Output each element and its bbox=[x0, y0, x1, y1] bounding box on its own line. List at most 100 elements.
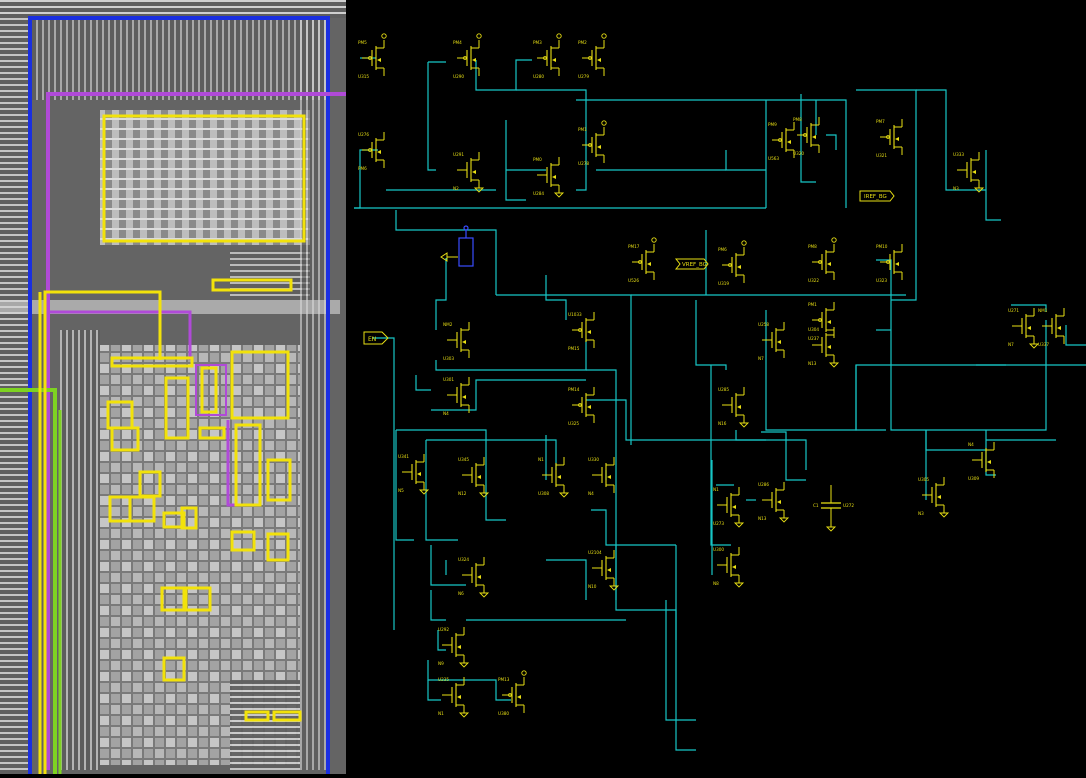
device-ref-label: N4 bbox=[443, 411, 449, 416]
device-name-label: PM8 bbox=[793, 117, 802, 122]
ground-arrow-symbol bbox=[440, 252, 458, 262]
device-ref-label: U278 bbox=[578, 161, 589, 166]
device-name-label: U276 bbox=[358, 132, 369, 137]
device-name-label: PM5 bbox=[358, 40, 367, 45]
device-ref-label: N3 bbox=[953, 186, 959, 191]
device-name-label: U330 bbox=[588, 457, 599, 462]
device-name-label: U333 bbox=[953, 152, 964, 157]
device-name-label: PM4 bbox=[453, 40, 462, 45]
device-name-label: U271 bbox=[1008, 308, 1019, 313]
vref-port-label: VREF_BG bbox=[682, 262, 707, 268]
device-ref-label: U284 bbox=[533, 191, 544, 196]
device-ref-label: N1 bbox=[438, 711, 444, 716]
device-ref-label: N3 bbox=[918, 511, 924, 516]
device-name-label: PM13 bbox=[498, 677, 510, 682]
device-ref-label: N16 bbox=[718, 421, 727, 426]
device-ref-label: N13 bbox=[808, 361, 817, 366]
die-micrograph-art bbox=[0, 0, 346, 774]
die-micrograph bbox=[0, 0, 346, 774]
device-ref-label: U303 bbox=[443, 356, 454, 361]
device-name-label: PM7 bbox=[876, 119, 885, 124]
device-ref-label: N13 bbox=[758, 516, 767, 521]
device-name-label: NM1 bbox=[1038, 308, 1048, 313]
ref-port-flag: IREF_BG bbox=[859, 190, 895, 202]
device-ref-label: N9 bbox=[438, 661, 444, 666]
device-ref-label: U279 bbox=[578, 74, 589, 79]
device-name-label: U304 bbox=[808, 327, 819, 332]
device-ref-label: N5 bbox=[398, 488, 404, 493]
device-ref-label: N4 bbox=[588, 491, 594, 496]
device-ref-label: U322 bbox=[808, 278, 819, 283]
device-ref-label: U526 bbox=[628, 278, 639, 283]
device-ref-label: N6 bbox=[458, 591, 464, 596]
device-ref-label: U319 bbox=[718, 281, 729, 286]
device-name-label: PM9 bbox=[768, 122, 777, 127]
device-name-label: U286 bbox=[758, 482, 769, 487]
device-ref-label: U280 bbox=[533, 74, 544, 79]
selected-device-highlight bbox=[458, 225, 474, 267]
schematic-drawing: PM5U315PM4U290PM3U280PM2U279U276PM6PM1U2… bbox=[354, 33, 1086, 751]
device-ref-label: U321 bbox=[876, 153, 887, 158]
device-name-label: U258 bbox=[758, 322, 769, 327]
device-ref-label: U337 bbox=[1038, 342, 1049, 347]
device-name-label: PM1 bbox=[808, 302, 817, 307]
capacitor-ref-label: U272 bbox=[843, 503, 854, 508]
device-ref-label: PM15 bbox=[568, 346, 580, 351]
device-name-label: U324 bbox=[458, 557, 469, 562]
device-name-label: U301 bbox=[443, 377, 454, 382]
vref-port-flag: VREF_BG bbox=[674, 258, 709, 270]
device-ref-label: N10 bbox=[588, 584, 597, 589]
device-name-label: U341 bbox=[398, 454, 409, 459]
device-name-label: U235 bbox=[438, 677, 449, 682]
device-name-label: N1 bbox=[713, 487, 719, 492]
device-name-label: U1033 bbox=[568, 312, 582, 317]
device-name-label: PM14 bbox=[568, 387, 580, 392]
device-name-label: PM3 bbox=[533, 40, 542, 45]
schematic-wires bbox=[354, 57, 1086, 751]
device-ref-label: N2 bbox=[453, 186, 459, 191]
device-name-label: U292 bbox=[438, 627, 449, 632]
device-name-label: U305 bbox=[918, 477, 929, 482]
ref-port-label: IREF_BG bbox=[864, 194, 887, 200]
device-ref-label: N7 bbox=[758, 356, 764, 361]
device-name-label: NM2 bbox=[443, 322, 453, 327]
device-ref-label: U309 bbox=[968, 476, 979, 481]
device-name-label: N1 bbox=[538, 457, 544, 462]
device-ref-label: U563 bbox=[768, 156, 779, 161]
device-name-label: U2104 bbox=[588, 550, 602, 555]
device-name-label: PM0 bbox=[533, 157, 542, 162]
device-ref-label: U315 bbox=[358, 74, 369, 79]
device-ref-label: PM6 bbox=[358, 166, 367, 171]
device-ref-label: N8 bbox=[713, 581, 719, 586]
